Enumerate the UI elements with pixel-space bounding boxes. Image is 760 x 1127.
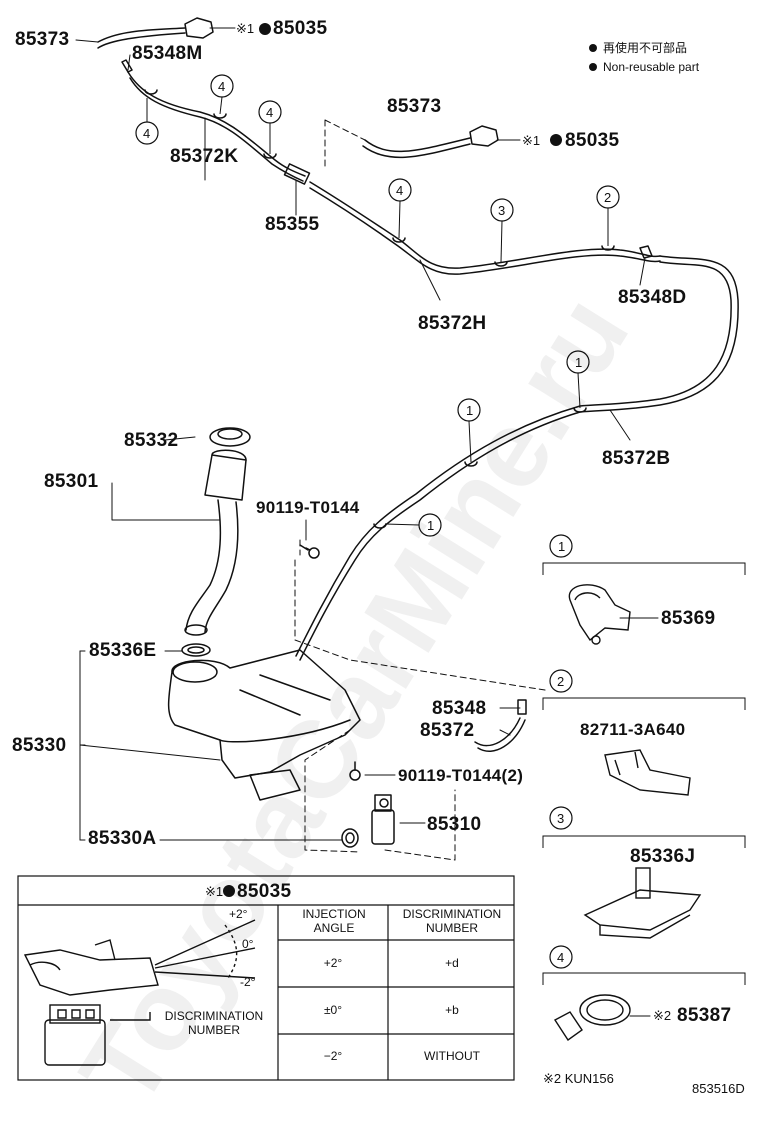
tank-85330 [167,649,361,779]
label-85035-upper[interactable]: 85035 [273,18,328,39]
callout-2: 2 [604,190,612,205]
callout-2-box: 2 [557,674,565,689]
hose-85372H [309,181,661,269]
label-85355[interactable]: 85355 [265,214,320,235]
hose-85372-small [474,717,521,747]
label-85373-middle[interactable]: 85373 [387,96,442,117]
callout-4: 4 [143,126,151,141]
angle-plus-label: +2° [229,907,248,921]
callout-3-box: 3 [557,811,565,826]
cap-85332 [209,427,251,447]
label-90119-upper[interactable]: 90119-T0144 [256,498,360,517]
ref-mark-1-middle: ※1 [522,133,541,148]
label-85301[interactable]: 85301 [44,471,99,492]
table-angle-row-1: +2° [323,956,343,970]
legend-reusable-note: 再使用不可部品 [603,41,688,55]
label-85330A[interactable]: 85330A [88,828,157,849]
legend-nonreusable-note: Non-reusable part [603,60,700,74]
table-number-row-1: +d [445,956,459,970]
label-85372B[interactable]: 85372B [602,448,671,469]
table-header-angle: INJECTION ANGLE [302,907,366,935]
clip-85336J [583,889,702,931]
label-85348[interactable]: 85348 [432,698,487,719]
discrimination-number-label: DISCRIMINATION NUMBER [164,1009,264,1037]
callout-4-box: 4 [557,950,565,965]
label-85372K[interactable]: 85372K [170,146,239,167]
callout-3: 3 [498,203,506,218]
label-85310[interactable]: 85310 [427,814,482,835]
callout-1: 1 [575,355,583,370]
callout-4: 4 [396,183,404,198]
callout-1-box: 1 [558,539,566,554]
label-85387[interactable]: 85387 [677,1005,732,1026]
diagram-id: 853516D [692,1081,745,1096]
label-85336J[interactable]: 85336J [630,846,696,867]
pump-85310 [371,809,395,845]
callout-1: 1 [427,518,435,533]
callout-4: 4 [266,105,274,120]
table-angle-row-2: ±0° [323,1003,343,1017]
label-90119-lower[interactable]: 90119-T0144(2) [398,766,524,785]
label-85372H[interactable]: 85372H [418,313,487,334]
table-header-number: DISCRIMINATION NUMBER [402,907,502,935]
clip-82711 [604,749,691,796]
hose-85373-upper [97,27,186,43]
angle-minus-label: -2° [240,975,256,989]
bolt-90119-upper [299,544,311,551]
label-85348D[interactable]: 85348D [618,287,687,308]
table-ref-mark: ※1 [205,884,224,899]
filler-neck-85301 [204,454,247,501]
label-82711-3A640[interactable]: 82711-3A640 [580,720,686,739]
ref-mark-1-upper: ※1 [236,21,255,36]
footnote-kun156: ※2 KUN156 [543,1071,614,1086]
label-85348M[interactable]: 85348M [132,43,203,64]
ring-85336E [181,643,211,657]
nozzle-85035-detail [23,949,159,996]
table-angle-row-3: −2° [323,1049,343,1063]
label-85369[interactable]: 85369 [661,608,716,629]
label-85332[interactable]: 85332 [124,430,179,451]
clamp-85387 [579,994,631,1026]
angle-zero-label: 0° [242,937,254,951]
label-85330[interactable]: 85330 [12,735,67,756]
callout-4: 4 [218,79,226,94]
clip-85369 [568,584,631,642]
label-85373-upper[interactable]: 85373 [15,29,70,50]
grommet-85330A [341,828,359,848]
table-title: 85035 [237,881,292,902]
label-85035-middle[interactable]: 85035 [565,130,620,151]
label-85336E[interactable]: 85336E [89,640,157,661]
callout-1: 1 [466,403,474,418]
hose-85373-middle [364,137,471,153]
label-85372[interactable]: 85372 [420,720,475,741]
table-number-row-3: WITHOUT [424,1049,480,1063]
ref-mark-2: ※2 [653,1008,672,1023]
table-number-row-2: +b [445,1003,459,1017]
